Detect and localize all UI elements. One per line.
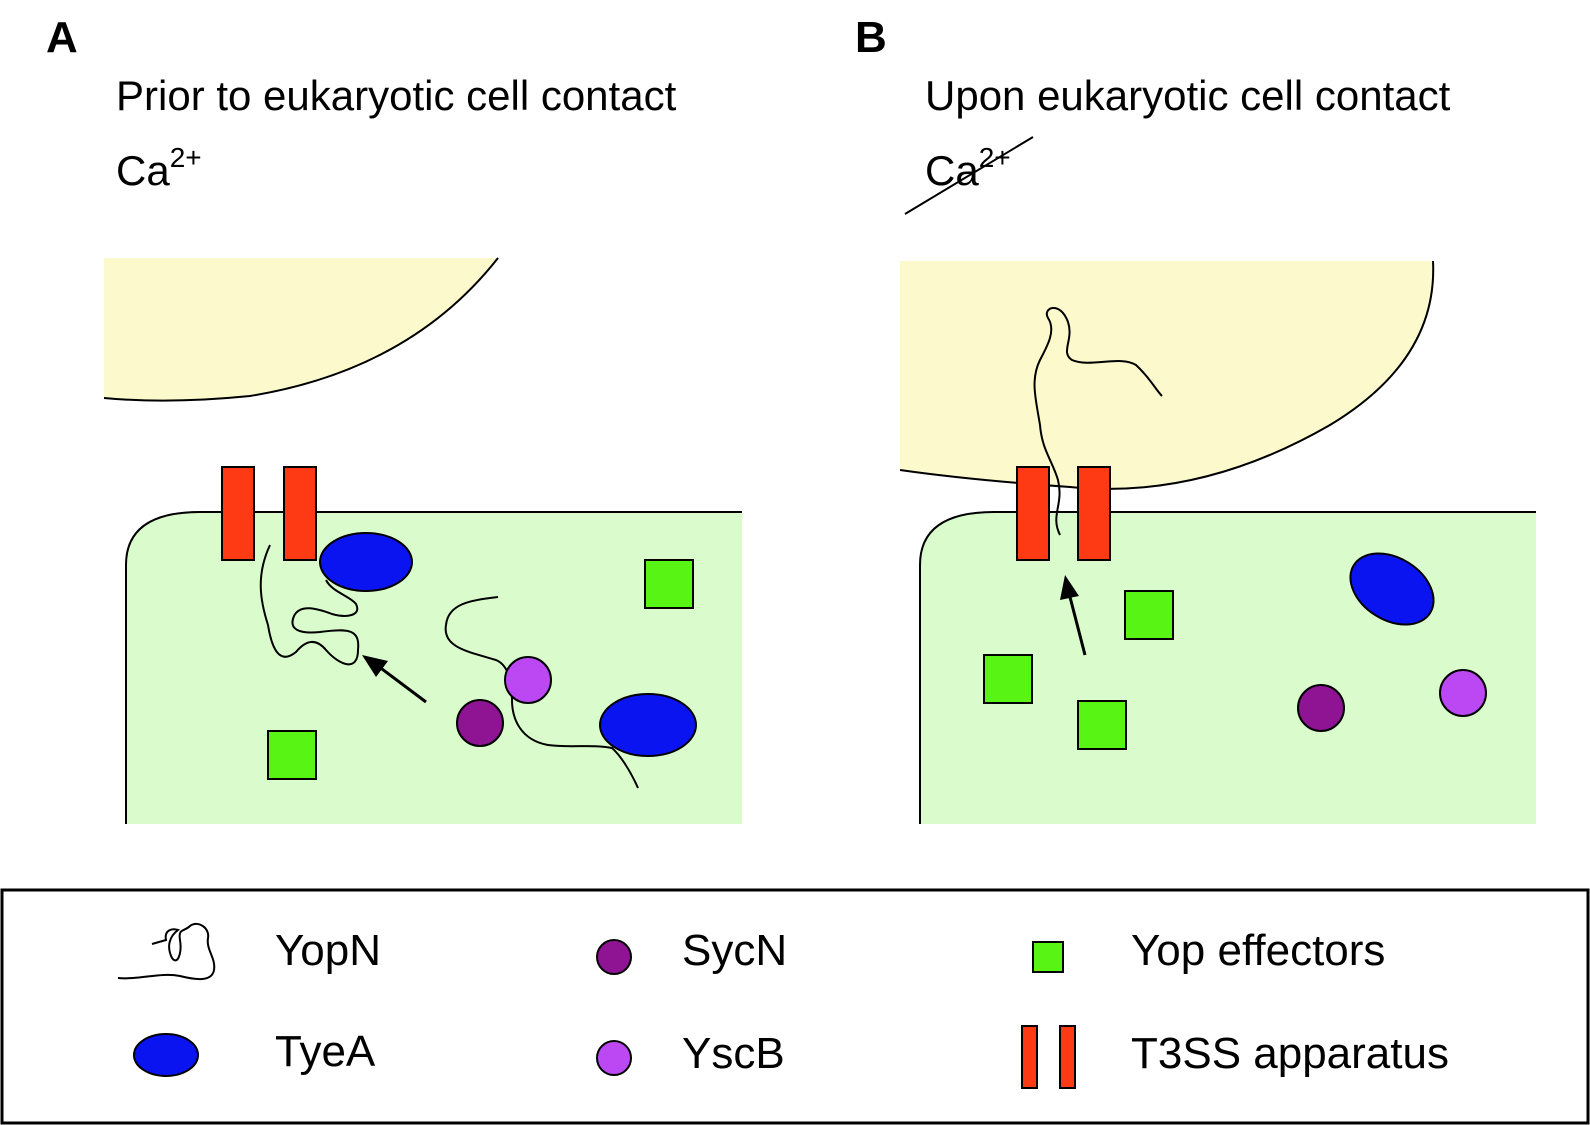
panel-a-caption: Prior to eukaryotic cell contact <box>116 72 677 119</box>
host-cell <box>900 261 1434 489</box>
t3ss-icon <box>1021 1025 1038 1089</box>
sycn <box>1297 684 1345 732</box>
yscb <box>504 656 552 704</box>
calcium-symbol: Ca <box>116 147 170 194</box>
bacterium <box>126 512 742 824</box>
legend-label-sycn: SycN <box>682 926 787 975</box>
yop-effector-icon <box>1032 941 1064 973</box>
yop-effector <box>1124 590 1174 640</box>
bacterium-membrane <box>919 511 1536 824</box>
panel-a-calcium-label: Ca2+ <box>116 142 202 194</box>
host-cell <box>104 258 498 401</box>
t3ss-rod <box>221 466 255 561</box>
yopn <box>444 596 639 789</box>
calcium-strikethrough <box>904 136 1034 215</box>
panel-a: A Prior to eukaryotic cell contact Ca2+ <box>46 13 742 824</box>
host-cell-membrane <box>899 260 1435 490</box>
yop-effector <box>644 559 694 609</box>
arrow <box>1068 596 1087 656</box>
panel-b-calcium-label: Ca2+ <box>925 142 1011 194</box>
tyea <box>1349 552 1435 626</box>
legend-label-tyea: TyeA <box>275 1027 376 1076</box>
t3ss-rod <box>283 466 317 561</box>
legend-label-yop-effectors: Yop effectors <box>1131 926 1385 975</box>
calcium-symbol: Ca <box>925 147 979 194</box>
panel-b-letter: B <box>855 13 887 62</box>
legend-label-yscb: YscB <box>682 1029 785 1078</box>
tyea-icon <box>133 1033 199 1077</box>
yscb-icon <box>596 1040 632 1076</box>
t3ss-rod <box>1077 466 1111 561</box>
panel-b: B Upon eukaryotic cell contact Ca2+ <box>855 13 1536 824</box>
tyea <box>319 532 413 592</box>
panel-a-letter: A <box>46 13 78 62</box>
yopn <box>259 544 360 666</box>
calcium-charge: 2+ <box>979 142 1011 173</box>
arrowhead <box>1060 575 1079 600</box>
yop-effector <box>267 730 317 780</box>
t3ss-icon <box>1059 1025 1076 1089</box>
yopn-icon <box>117 922 216 981</box>
arrow <box>377 664 427 704</box>
calcium-charge: 2+ <box>170 142 202 173</box>
yop-effector <box>1077 700 1127 750</box>
tyea <box>599 693 697 757</box>
arrowhead <box>362 655 388 677</box>
sycn-icon <box>596 939 632 975</box>
host-cell-membrane <box>103 257 499 402</box>
legend-box <box>0 888 1590 1125</box>
sycn <box>456 699 504 747</box>
bacterium-membrane <box>125 511 742 824</box>
legend-label-yopn: YopN <box>275 926 381 975</box>
legend-label-t3ss: T3SS apparatus <box>1131 1029 1449 1078</box>
t3ss-rod <box>1016 466 1050 561</box>
legend: YopN TyeA SycN YscB Yop effectors T3SS a… <box>0 888 1590 1125</box>
yscb <box>1439 669 1487 717</box>
panel-b-caption: Upon eukaryotic cell contact <box>925 72 1451 119</box>
yopn <box>1033 307 1163 536</box>
yop-effector <box>983 654 1033 704</box>
